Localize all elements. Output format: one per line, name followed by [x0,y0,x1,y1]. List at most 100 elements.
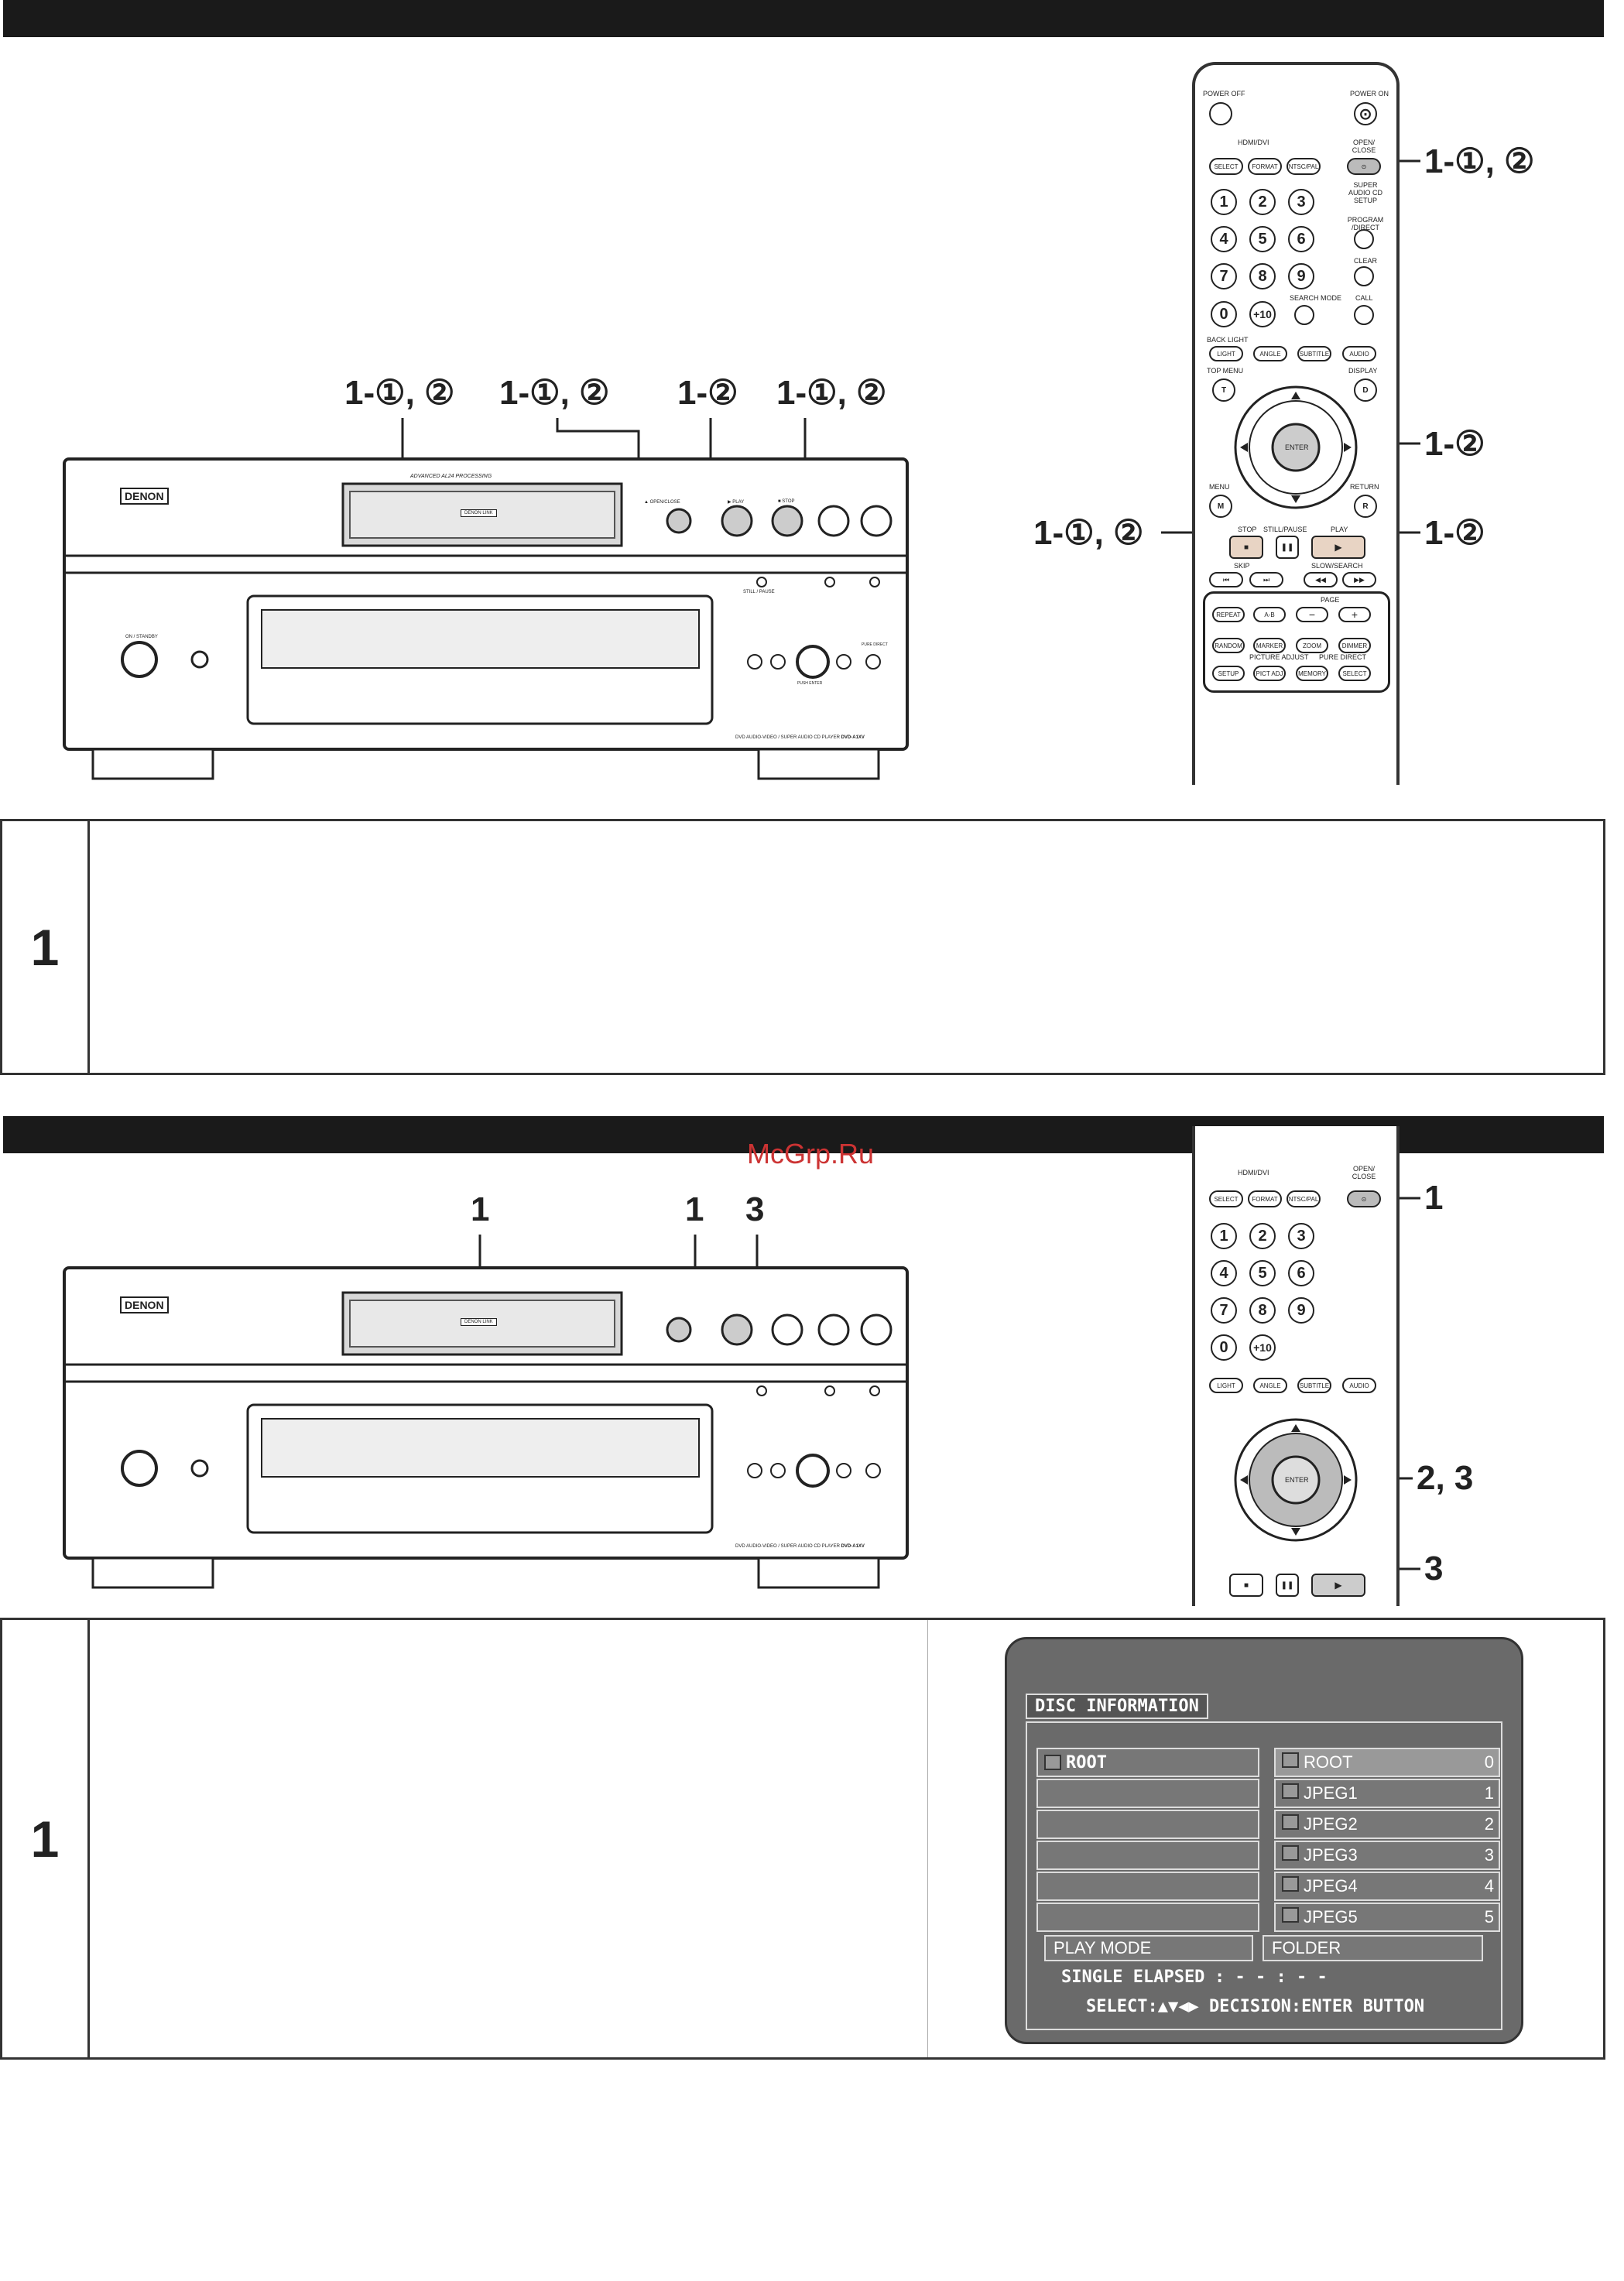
ab-button[interactable]: A-B [1253,607,1286,622]
open-close-button-2[interactable]: ⊙ [1347,1190,1381,1207]
stop-button-remote[interactable]: ■ [1229,536,1263,559]
page-minus-button[interactable]: − [1296,607,1328,622]
display-button[interactable]: D [1354,378,1377,402]
play-button-remote[interactable]: ▶ [1311,536,1365,559]
clear-button[interactable] [1354,266,1374,286]
super-audio-label: SUPER AUDIO CD SETUP [1348,181,1382,204]
pause-button-2[interactable]: ❚❚ [1276,1574,1299,1597]
digit-1[interactable]: 1 [1211,189,1237,215]
digit-3-2[interactable]: 3 [1288,1223,1314,1249]
lower-panel [1203,591,1390,693]
select-button-2[interactable]: SELECT [1209,1190,1243,1207]
play-button-2[interactable]: ▶ [1311,1574,1365,1597]
brand-logo: DENON [120,488,169,505]
osd-left-row [1036,1872,1259,1901]
marker-button[interactable]: MARKER [1253,638,1286,653]
digit-2[interactable]: 2 [1249,189,1276,215]
digit-8[interactable]: 8 [1249,263,1276,289]
format-button-2[interactable]: FORMAT [1248,1190,1282,1207]
osd-left-root[interactable]: ROOT [1036,1748,1259,1777]
digit-8-2[interactable]: 8 [1249,1297,1276,1324]
player-body-svg-2 [63,1266,909,1589]
format-button[interactable]: FORMAT [1248,158,1282,175]
angle-button-2[interactable]: ANGLE [1253,1378,1287,1393]
file-icon [1282,1876,1299,1892]
remote-callout-open-close-2: 1 [1424,1179,1444,1217]
play-label: ▶ PLAY [728,500,745,505]
call-button[interactable] [1354,305,1374,325]
ntsc-pal-button-2[interactable]: NTSC/PAL [1287,1190,1321,1207]
osd-left-row [1036,1841,1259,1870]
repeat-button[interactable]: REPEAT [1212,607,1245,622]
subtitle-button-2[interactable]: SUBTITLE [1297,1378,1331,1393]
display-label: DISPLAY [1348,367,1378,375]
skip-back-button[interactable]: ⏮ [1209,572,1243,587]
digit-3[interactable]: 3 [1288,189,1314,215]
digit-2-2[interactable]: 2 [1249,1223,1276,1249]
audio-button[interactable]: AUDIO [1342,346,1376,361]
stop-label-remote: STOP [1238,526,1257,533]
digit-9-2[interactable]: 9 [1288,1297,1314,1324]
menu-button[interactable]: M [1209,495,1232,518]
remote-callout-play: 1-② [1424,514,1485,552]
return-button[interactable]: R [1354,495,1377,518]
light-button[interactable]: LIGHT [1209,346,1243,361]
angle-button[interactable]: ANGLE [1253,346,1287,361]
remote-callout-enter: 1-② [1424,425,1485,463]
pure-select-button[interactable]: SELECT [1338,666,1371,681]
digit-4[interactable]: 4 [1211,226,1237,252]
pause-button-remote[interactable]: ❚❚ [1276,536,1299,559]
ntsc-pal-button[interactable]: NTSC/PAL [1287,158,1321,175]
memory-button[interactable]: MEMORY [1296,666,1328,681]
search-mode-button[interactable] [1294,305,1314,325]
power-off-button[interactable] [1209,102,1232,125]
light-button-2[interactable]: LIGHT [1209,1378,1243,1393]
power-on-button[interactable]: ⊙ [1354,102,1377,125]
program-button[interactable] [1354,229,1374,249]
digit-plus10-2[interactable]: +10 [1249,1334,1276,1361]
zoom-button[interactable]: ZOOM [1296,638,1328,653]
slow-forward-button[interactable]: ▶▶ [1342,572,1376,587]
remote-control-2: HDMI/DVI OPEN/ CLOSE SELECT FORMAT NTSC/… [1192,1126,1400,1606]
slow-back-button[interactable]: ◀◀ [1304,572,1338,587]
digit-7[interactable]: 7 [1211,263,1237,289]
pict-adj-button[interactable]: PICT ADJ [1253,666,1286,681]
remote-callout-open-close: 1-①, ② [1424,142,1535,180]
call-label: CALL [1355,294,1373,302]
enter-label[interactable]: ENTER [1285,444,1309,451]
stop-button-2[interactable]: ■ [1229,1574,1263,1597]
digit-4-2[interactable]: 4 [1211,1260,1237,1286]
dimmer-button[interactable]: DIMMER [1338,638,1371,653]
top-menu-button[interactable]: T [1212,378,1235,402]
audio-button-2[interactable]: AUDIO [1342,1378,1376,1393]
digit-7-2[interactable]: 7 [1211,1297,1237,1324]
digit-plus10[interactable]: +10 [1249,301,1276,327]
osd-play-mode-value[interactable]: FOLDER [1263,1935,1483,1961]
digit-6[interactable]: 6 [1288,226,1314,252]
random-button[interactable]: RANDOM [1212,638,1245,653]
open-close-label-remote: OPEN/ CLOSE [1352,139,1376,154]
open-close-button-remote[interactable]: ⊙ [1347,158,1381,175]
subtitle-button[interactable]: SUBTITLE [1297,346,1331,361]
digit-0-2[interactable]: 0 [1211,1334,1237,1361]
digit-9[interactable]: 9 [1288,263,1314,289]
page-plus-button[interactable]: + [1338,607,1371,622]
skip-forward-button[interactable]: ⏭ [1249,572,1283,587]
digit-1-2[interactable]: 1 [1211,1223,1237,1249]
folder-icon [1282,1752,1299,1768]
digit-6-2[interactable]: 6 [1288,1260,1314,1286]
select-button[interactable]: SELECT [1209,158,1243,175]
digit-0[interactable]: 0 [1211,301,1237,327]
enter-label-2[interactable]: ENTER [1285,1476,1309,1484]
digit-5[interactable]: 5 [1249,226,1276,252]
osd-elapsed-label: SINGLE ELAPSED [1061,1968,1205,1987]
setup-button[interactable]: SETUP [1212,666,1245,681]
digit-5-2[interactable]: 5 [1249,1260,1276,1286]
